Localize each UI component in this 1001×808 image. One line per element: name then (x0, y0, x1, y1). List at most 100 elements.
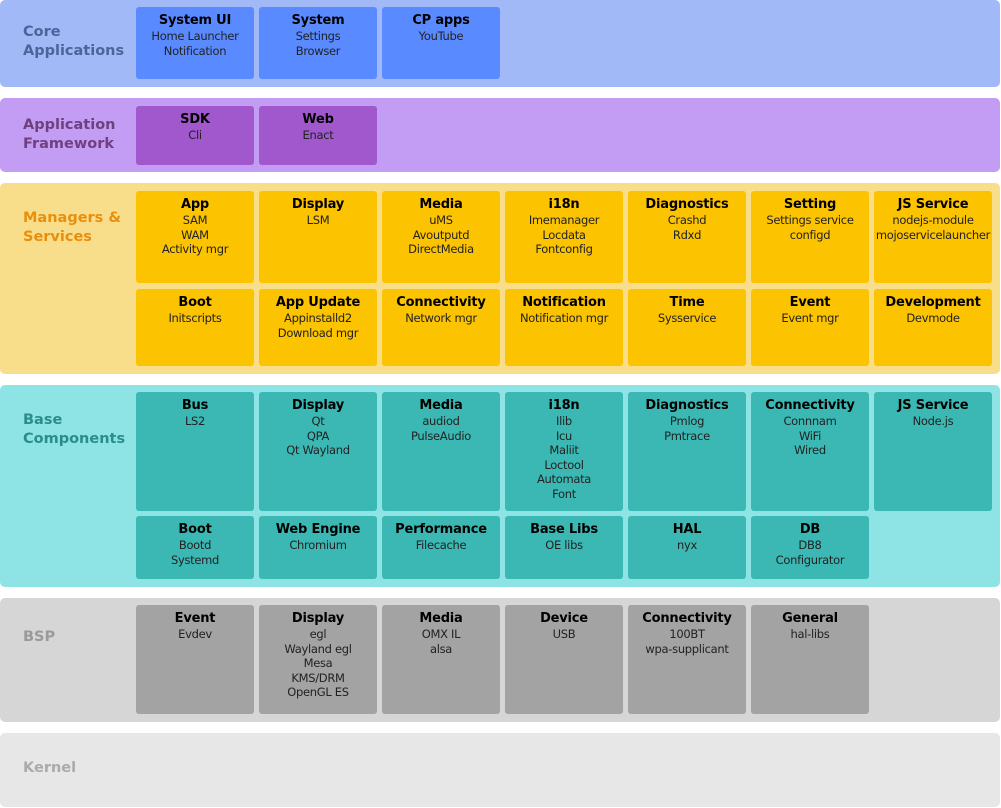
component-item: Node.js (912, 414, 954, 428)
component-title: Bus (181, 398, 209, 413)
component-title: Display (291, 611, 345, 626)
component-title: Device (540, 611, 588, 626)
component-title: i18n (548, 197, 580, 212)
component-item: Cli (188, 128, 202, 142)
component-item: Initscripts (168, 311, 222, 325)
component-title: Diagnostics (645, 398, 729, 413)
component-title: Media (419, 197, 463, 212)
component-title: Web Engine (275, 522, 361, 537)
component-item: Browser (295, 43, 341, 58)
component-item: Configurator (775, 552, 845, 567)
layer-label: Base Components (23, 412, 126, 447)
component-item: Bootd (178, 538, 212, 552)
component-item: Home Launcher (151, 29, 239, 43)
component-title: Time (669, 295, 705, 310)
component-item: Qt Wayland (286, 443, 350, 457)
component-title: Connectivity (396, 295, 486, 310)
component-title: Connectivity (642, 611, 732, 626)
component-item: Font (552, 486, 576, 501)
component-title: JS Service (897, 398, 969, 413)
component-item: wpa-supplicant (645, 641, 729, 656)
layer-label: BSP (23, 629, 56, 645)
component-title: Event (789, 295, 831, 310)
component-item: OMX IL (421, 627, 461, 641)
component-item: Wired (794, 443, 826, 457)
component-title: Setting (783, 197, 837, 212)
component-item: Notification (163, 43, 227, 58)
component-title: Display (291, 197, 345, 212)
component-item: Appinstalld2 (284, 311, 352, 325)
component-item: Rdxd (672, 227, 702, 242)
component-item: YouTube (418, 29, 464, 43)
layer-kernel: Kernel (0, 733, 1000, 807)
component-item: uMS (429, 213, 453, 227)
component-item: Sysservice (657, 311, 717, 325)
component-item: Imemanager (528, 213, 600, 227)
component-item: OE libs (545, 538, 583, 552)
component-item: Settings (295, 29, 341, 43)
component-item: SAM (182, 213, 208, 227)
component-title: System UI (158, 13, 232, 28)
component-title: JS Service (897, 197, 969, 212)
component-title: Media (419, 611, 463, 626)
component-title: DB (799, 522, 821, 537)
layer-label: Application Framework (23, 117, 116, 152)
component-item: QPA (306, 428, 330, 443)
layer-label: Core Applications (23, 24, 125, 59)
component-item: Qt (311, 414, 325, 428)
component-item: Chromium (289, 538, 347, 552)
component-title: App (180, 197, 210, 212)
component-title: App Update (275, 295, 361, 310)
component-title: HAL (672, 522, 702, 537)
component-title: Connectivity (765, 398, 855, 413)
component-item: nyx (677, 538, 697, 552)
component-title: i18n (548, 398, 580, 413)
component-title: Diagnostics (645, 197, 729, 212)
component-item: Pmtrace (664, 428, 710, 443)
component-item: Loctool (544, 457, 584, 472)
component-title: Event (174, 611, 216, 626)
component-title: SDK (180, 112, 210, 127)
component-item: Notification mgr (519, 311, 609, 325)
component-item: Enact (302, 128, 334, 142)
component-item: Wayland egl (284, 641, 352, 656)
component-item: PulseAudio (411, 428, 471, 443)
component-item: Network mgr (405, 311, 477, 325)
component-item: Connnam (783, 414, 837, 428)
component-item: Evdev (178, 627, 212, 641)
component-item: OpenGL ES (287, 685, 349, 699)
component-item: Filecache (415, 538, 467, 552)
component-item: Settings service (766, 213, 854, 227)
component-item: KMS/DRM (291, 670, 345, 685)
component-item: nodejs-module (892, 213, 974, 227)
